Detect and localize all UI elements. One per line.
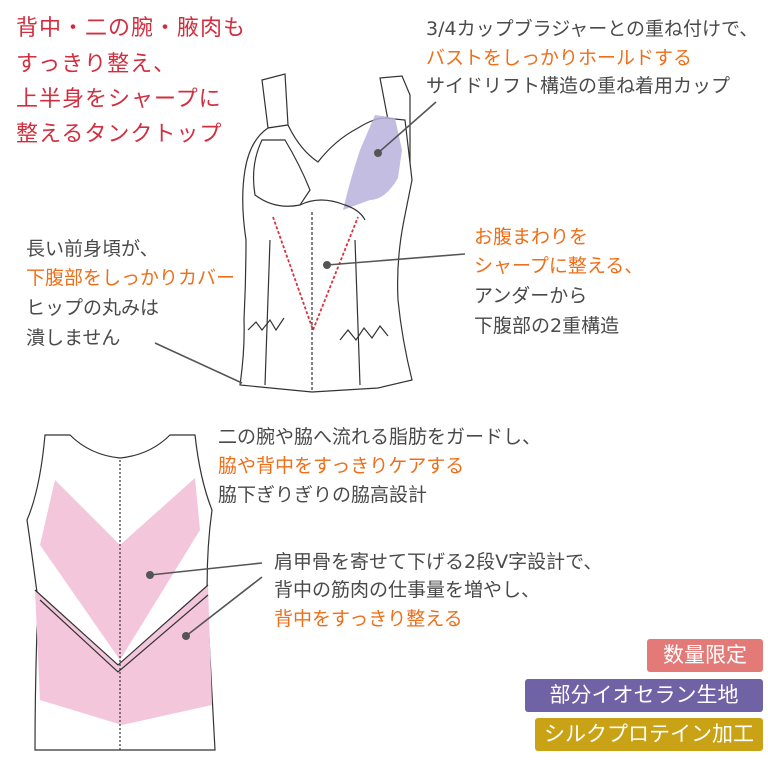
callout-side-highlight: 脇や背中をすっきりケアする: [218, 455, 465, 477]
callout-side-line-1: 二の腕や脇へ流れる脂肪をガードし、: [218, 426, 542, 448]
badge-ioceran-fabric: 部分イオセラン生地: [525, 679, 763, 712]
callout-back-line-2: 背中の筋肉の仕事量を増やし、: [274, 579, 541, 601]
front-garment-illustration: [239, 73, 413, 393]
callout-belly-highlight-1: お腹まわりを: [474, 226, 589, 248]
headline-line-3: 上半身をシャープに: [16, 87, 222, 112]
cup-highlight: [343, 115, 402, 210]
callout-cup-line-3: サイドリフト構造の重ね着用カップ: [426, 75, 731, 97]
callout-side-line-3: 脇下ぎりぎりの脇高設計: [218, 484, 428, 506]
callout-belly-highlight-2: シャープに整える、: [474, 255, 644, 277]
badge-silk-protein: シルクプロテイン加工: [535, 718, 763, 751]
callout-cup-line-1: 3/4カップブラジャーとの重ね付けで、: [426, 18, 759, 40]
callout-back-highlight: 背中をすっきり整える: [274, 608, 463, 630]
callout-belly-line-4: 下腹部の2重構造: [474, 315, 620, 337]
callout-front-length-line-3: ヒップの丸みは: [26, 297, 160, 319]
v-shape-line: [272, 216, 359, 333]
callout-back-line-1: 肩甲骨を寄せて下げる2段V字設計で、: [274, 551, 603, 573]
headline-line-2: すっきり整え、: [16, 52, 177, 77]
badge-limited-quantity: 数量限定: [647, 639, 763, 672]
back-garment-illustration: [26, 434, 216, 751]
callout-belly-line-3: アンダーから: [474, 285, 588, 307]
headline-line-4: 整えるタンクトップ: [16, 122, 223, 147]
callout-front-length-line-4: 潰しません: [26, 327, 121, 349]
callout-cup-highlight: バストをしっかりホールドする: [426, 47, 693, 69]
headline-line-1: 背中・二の腕・腋肉も: [16, 16, 247, 41]
callout-front-length-highlight: 下腹部をしっかりカバー: [26, 267, 236, 289]
leader-lines: [149, 101, 466, 637]
callout-front-length-line-1: 長い前身頃が、: [26, 238, 159, 260]
